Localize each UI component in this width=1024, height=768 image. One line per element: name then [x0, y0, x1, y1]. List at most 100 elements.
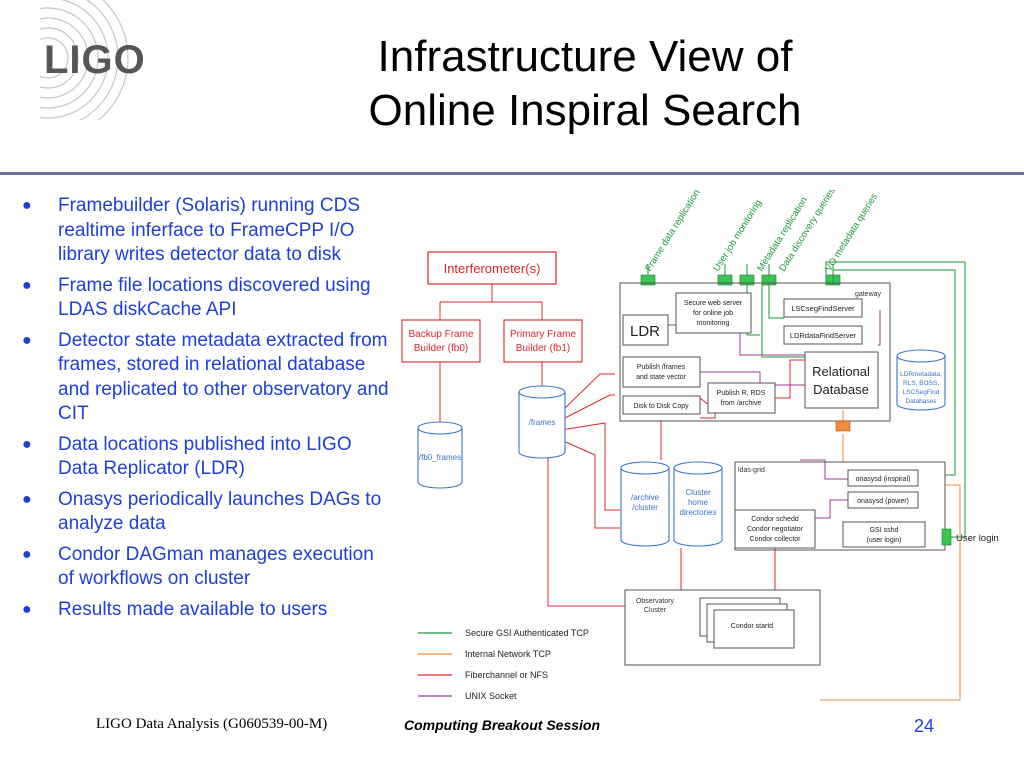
svg-text:Relational: Relational: [812, 364, 870, 379]
legend-label-unix: UNIX Socket: [465, 691, 517, 701]
svg-text:(user login): (user login): [866, 537, 901, 544]
legend-label-fiberchannel: Fiberchannel or NFS: [465, 670, 548, 680]
svg-text:LSCsegFindServer: LSCsegFindServer: [791, 304, 855, 313]
svg-text:RLS, BOSS,: RLS, BOSS,: [903, 380, 939, 387]
legend-label-gsi: Secure GSI Authenticated TCP: [465, 628, 589, 638]
cylinder-fb0-frames: /fb0_frames: [417, 421, 463, 489]
interferometer-box: [427, 251, 557, 285]
logo-text: LIGO: [44, 38, 146, 82]
footer-center: Computing Breakout Session: [404, 717, 601, 733]
condor-box: [734, 509, 816, 549]
backup-frame-builder-label-2: Builder (fb0): [414, 343, 468, 354]
svg-text:/fb0_frames: /fb0_frames: [419, 453, 461, 462]
logo-swirl: [40, 0, 129, 120]
bullet-item: ●Detector state metadata extracted from …: [22, 329, 389, 425]
bullet-dot-icon: ●: [22, 276, 32, 294]
svg-text:Observatory: Observatory: [636, 598, 675, 605]
cylinder-frames: /frames: [518, 385, 566, 459]
orange-port: [835, 420, 851, 432]
disk-to-disk-copy-box: [622, 395, 701, 415]
bullet-item: ●Frame file locations discovered using L…: [22, 274, 371, 321]
page-number: 24: [914, 716, 935, 736]
legend-label-internal: Internal Network TCP: [465, 649, 551, 659]
svg-text:and state vector: and state vector: [636, 374, 686, 381]
bullet-item: ●Framebuilder (Solaris) running CDS real…: [22, 195, 360, 265]
secure-web-server-box: [675, 292, 752, 334]
svg-text:Condor collector: Condor collector: [750, 536, 802, 543]
fiberchannel-lines: [439, 284, 805, 607]
legend: Secure GSI Authenticated TCP Internal Ne…: [418, 628, 589, 701]
bullet-item: ●Condor DAGman manages execution of work…: [22, 543, 374, 590]
infrastructure-diagram: Frame data replication User job monitori…: [401, 190, 999, 701]
svg-text:monitoring: monitoring: [697, 320, 730, 327]
label-vo-metadata-queries: VO metadata queries: [823, 191, 880, 273]
page-title: Infrastructure View of Online Inspiral S…: [300, 30, 870, 138]
title-line-1: Infrastructure View of: [377, 32, 793, 81]
onasysd-inspiral-box: [847, 469, 919, 487]
publish-r-rds-box: [707, 382, 776, 414]
svg-text:onasysd (inspiral): onasysd (inspiral): [856, 476, 911, 483]
svg-text:Condor schedd: Condor schedd: [751, 516, 799, 523]
cylinder-cluster-home: Cluster home directories: [673, 461, 723, 547]
gateway-label: gateway: [855, 291, 882, 298]
publish-frames-box: [622, 356, 701, 388]
user-login-label: User login: [956, 533, 999, 544]
gateway-box: [619, 282, 891, 422]
svg-text:Publish R, RDS: Publish R, RDS: [717, 390, 766, 397]
svg-text:Databases: Databases: [905, 398, 937, 405]
ldas-grid-box: [734, 461, 946, 551]
primary-frame-builder-label-1: Primary Frame: [510, 329, 577, 340]
bullet-item: ●Onasys periodically launches DAGs to an…: [22, 488, 382, 535]
label-frame-data-replication: Frame data replication: [643, 190, 702, 274]
bullet-item: ●Data locations published into LIGO Data…: [22, 433, 352, 480]
title-line-2: Online Inspiral Search: [368, 86, 802, 135]
svg-text:LSCSegFind: LSCSegFind: [903, 389, 940, 396]
ldr-box: [622, 314, 669, 346]
svg-text:Disk to Disk Copy: Disk to Disk Copy: [633, 403, 689, 410]
primary-frame-builder-label-2: Builder (fb1): [516, 343, 570, 354]
rotated-labels: Frame data replication User job monitori…: [643, 190, 880, 274]
svg-text:LDRmetadata,: LDRmetadata,: [900, 371, 942, 378]
lscsegfindserver-box: [783, 298, 863, 318]
svg-text:Database: Database: [813, 382, 869, 397]
svg-text:onasysd (power): onasysd (power): [857, 498, 909, 505]
svg-text:Cluster: Cluster: [685, 488, 711, 497]
svg-text:Cluster: Cluster: [644, 607, 667, 614]
svg-text:home: home: [688, 498, 709, 507]
gsi-sshd-box: [842, 521, 926, 548]
condor-startd-box: [713, 609, 795, 649]
bullet-dot-icon: ●: [22, 545, 32, 563]
relational-database-box: [804, 351, 879, 409]
svg-text:Publish /frames: Publish /frames: [637, 364, 686, 371]
internal-network-lines: [820, 410, 961, 701]
svg-text:/cluster: /cluster: [632, 503, 658, 512]
footer-left: LIGO Data Analysis (G060539-00-M): [96, 716, 328, 732]
label-user-job-monitoring: User job monitoring: [711, 198, 764, 274]
bullet-dot-icon: ●: [22, 331, 32, 349]
bullet-dot-icon: ●: [22, 600, 32, 618]
svg-text:directories: directories: [680, 508, 717, 517]
interferometer-label: Interferometer(s): [444, 261, 541, 276]
observatory-cluster-box: [624, 589, 821, 666]
bullet-dot-icon: ●: [22, 490, 32, 508]
user-login-port: [941, 528, 952, 546]
cylinder-databases: LDRmetadata, RLS, BOSS, LSCSegFind Datab…: [896, 349, 946, 411]
bullet-item: ●Results made available to users: [16, 598, 391, 623]
bullet-dot-icon: ●: [22, 435, 32, 453]
primary-frame-builder-box: [503, 319, 583, 363]
backup-frame-builder-label-1: Backup Frame: [408, 329, 473, 340]
svg-text:Secure web server: Secure web server: [684, 300, 743, 307]
svg-text:/frames: /frames: [529, 418, 556, 427]
ldr-label: LDR: [630, 323, 660, 340]
bullet-list: ●Framebuilder (Solaris) running CDS real…: [16, 194, 391, 628]
svg-text:LDRdataFindServer: LDRdataFindServer: [790, 331, 857, 340]
svg-text:Condor startd: Condor startd: [731, 623, 774, 630]
svg-text:for online job: for online job: [693, 310, 733, 317]
backup-frame-builder-box: [401, 319, 481, 363]
ldrdatafindserver-box: [783, 325, 863, 345]
ligo-logo: [40, 0, 129, 120]
onasysd-power-box: [847, 491, 919, 509]
bullet-dot-icon: ●: [22, 197, 32, 214]
cylinder-archive-cluster: /archive /cluster: [620, 461, 670, 547]
svg-text:from /archive: from /archive: [721, 400, 762, 407]
